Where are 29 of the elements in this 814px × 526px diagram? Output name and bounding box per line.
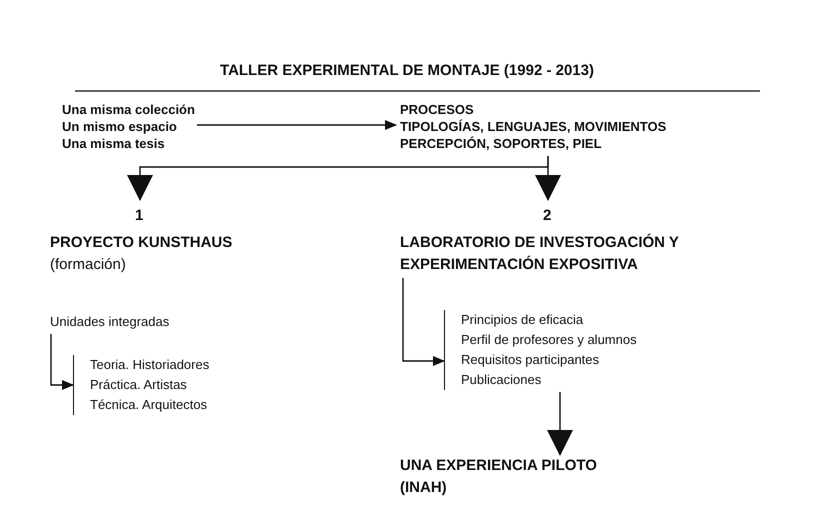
text-line: Un mismo espacio (62, 118, 178, 135)
text-line: Requisitos participantes (461, 351, 600, 369)
step-number: 1 (135, 208, 144, 224)
text-line: PROCESOS (400, 101, 475, 118)
heading-text: PROYECTO KUNSTHAUS (50, 233, 232, 253)
heading-text: LABORATORIO DE INVESTOGACIÓN Y EXPERIMENTACIÓN EXPOSITIVA (400, 232, 680, 275)
text-line: Principios de eficacia (461, 311, 584, 329)
arrow (535, 156, 561, 201)
text-line: Perfil de profesores y alumnos (461, 331, 637, 349)
text-line: TIPOLOGÍAS, LENGUAJES, MOVIMIENTOS (400, 118, 666, 135)
text-line: Teoria. Historiadores (90, 356, 210, 374)
bracket-list (444, 310, 637, 390)
text-line: Unidades integradas (50, 313, 170, 331)
text-line: Técnica. Arquitectos (90, 396, 208, 414)
heading-text: UNA EXPERIENCIA PILOTO (400, 456, 598, 476)
arrow (547, 392, 573, 456)
text-line: PERCEPCIÓN, SOPORTES, PIEL (400, 135, 603, 152)
text-line: Publicaciones (461, 371, 542, 389)
step-number: 2 (543, 208, 552, 224)
text-line: Práctica. Artistas (90, 376, 188, 394)
text-line: (INAH) (400, 478, 448, 498)
arrow (50, 334, 74, 390)
text-line: (formación) (50, 255, 127, 275)
text-line: Una misma tesis (62, 135, 166, 152)
title: TALLER EXPERIMENTAL DE MONTAJE (1992 - 2013) (219, 62, 595, 79)
arrow (197, 120, 397, 130)
text-line: Una misma colección (62, 101, 195, 118)
arrow (402, 278, 445, 366)
bracket-list (73, 355, 210, 415)
